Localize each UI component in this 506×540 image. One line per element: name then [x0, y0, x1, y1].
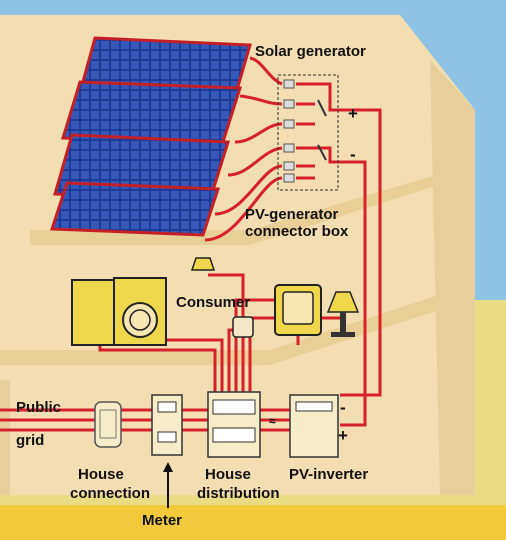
house-connection-label-line2: connection — [70, 485, 151, 502]
inverter-minus-sign: - — [340, 398, 346, 417]
cabinet-appliance — [71, 279, 115, 346]
meter — [151, 394, 183, 508]
bottom-strip — [0, 505, 506, 540]
consumer-devices — [71, 257, 360, 346]
grid-label: grid — [16, 432, 45, 449]
box-minus-sign: - — [350, 145, 356, 164]
solar-generator-panels — [49, 36, 252, 237]
house-connection-label-line1: House — [78, 466, 124, 483]
connector-box — [277, 74, 339, 191]
consumer-label: Consumer — [176, 294, 251, 311]
floor-lamp — [326, 291, 360, 313]
socket — [232, 316, 254, 338]
connector-box-label-line1: PV-generator — [245, 206, 339, 223]
connector-box-label-line2: connector box — [245, 223, 349, 240]
public-label: Public — [16, 399, 62, 416]
meter-label: Meter — [142, 512, 183, 529]
house-connection — [94, 401, 122, 448]
inverter-plus-sign: + — [338, 426, 348, 445]
pv-inverter-label: PV-inverter — [289, 466, 369, 483]
ac-symbol: ≈ — [269, 414, 276, 428]
solar-panel — [49, 181, 221, 237]
ceiling-lamp — [190, 257, 216, 271]
house-distribution-box — [207, 391, 261, 458]
box-plus-sign: + — [348, 104, 358, 123]
house-distribution-label-line1: House — [205, 466, 251, 483]
house-distribution-label-line2: distribution — [197, 485, 280, 502]
solar-generator-label: Solar generator — [255, 43, 366, 60]
pv-inverter-box — [289, 394, 339, 458]
